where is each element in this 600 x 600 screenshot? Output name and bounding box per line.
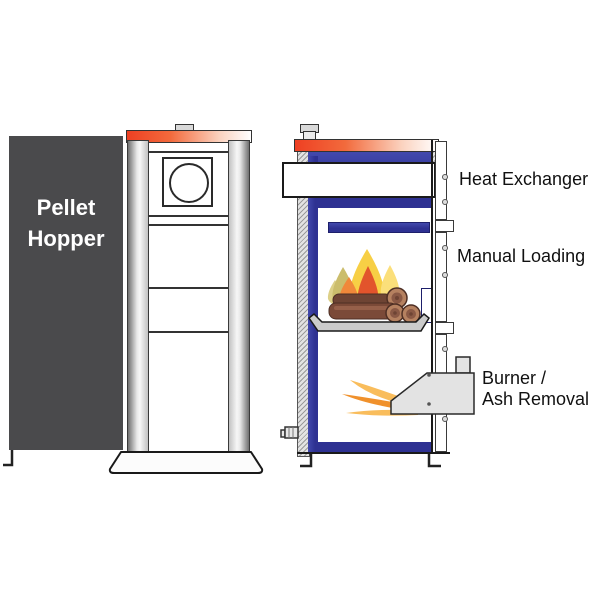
burner-flame-jet bbox=[342, 380, 420, 416]
front-panel-line bbox=[148, 224, 228, 226]
door-screw bbox=[442, 272, 448, 278]
front-panel-line bbox=[148, 215, 228, 217]
log-end-top bbox=[386, 287, 408, 309]
front-top-cap bbox=[126, 130, 252, 143]
flue-port-panel bbox=[162, 157, 213, 207]
door-screw bbox=[442, 346, 448, 352]
door-screw bbox=[442, 245, 448, 251]
water-jacket-floor bbox=[316, 442, 431, 452]
section-top-cap bbox=[294, 139, 439, 152]
section-right-leg bbox=[427, 453, 441, 468]
pellet-hopper: Pellet Hopper bbox=[9, 136, 123, 450]
front-panel-line bbox=[148, 151, 228, 153]
water-jacket-left-wall bbox=[308, 156, 318, 452]
door-hinge-bracket bbox=[435, 220, 454, 232]
wood-fire-illustration bbox=[307, 249, 430, 332]
door-screw bbox=[442, 199, 448, 205]
callout-manual-loading: Manual Loading bbox=[457, 246, 586, 266]
door-screw bbox=[442, 174, 448, 180]
firebox-baffle bbox=[328, 222, 430, 233]
return-pipe-stub bbox=[280, 426, 299, 439]
log-end-left bbox=[385, 303, 405, 323]
pellet-hopper-label: Pellet Hopper bbox=[27, 195, 105, 251]
door-screw bbox=[442, 416, 448, 422]
callout-heat-exchanger: Heat Exchanger bbox=[459, 169, 589, 189]
flue-port-circle bbox=[169, 163, 209, 203]
door-hinge-bracket bbox=[435, 322, 454, 334]
front-panel-line bbox=[148, 331, 228, 333]
heat-exchanger-box bbox=[282, 162, 436, 198]
log-front bbox=[328, 302, 398, 320]
front-left-column bbox=[127, 140, 149, 455]
log-end-right bbox=[401, 304, 421, 324]
grate-tray bbox=[307, 312, 430, 332]
burner-top-stub bbox=[455, 356, 471, 374]
door-heat-exchanger bbox=[435, 141, 447, 220]
front-right-column bbox=[228, 140, 250, 455]
front-panel-line bbox=[148, 287, 228, 289]
front-base-plinth bbox=[108, 451, 264, 474]
insulation-left-wall bbox=[297, 149, 310, 457]
log-back bbox=[332, 293, 392, 307]
hopper-leg bbox=[3, 450, 14, 467]
callout-burner-ash-removal: Burner / Ash Removal bbox=[482, 368, 590, 409]
boiler-right-wall bbox=[431, 140, 433, 452]
